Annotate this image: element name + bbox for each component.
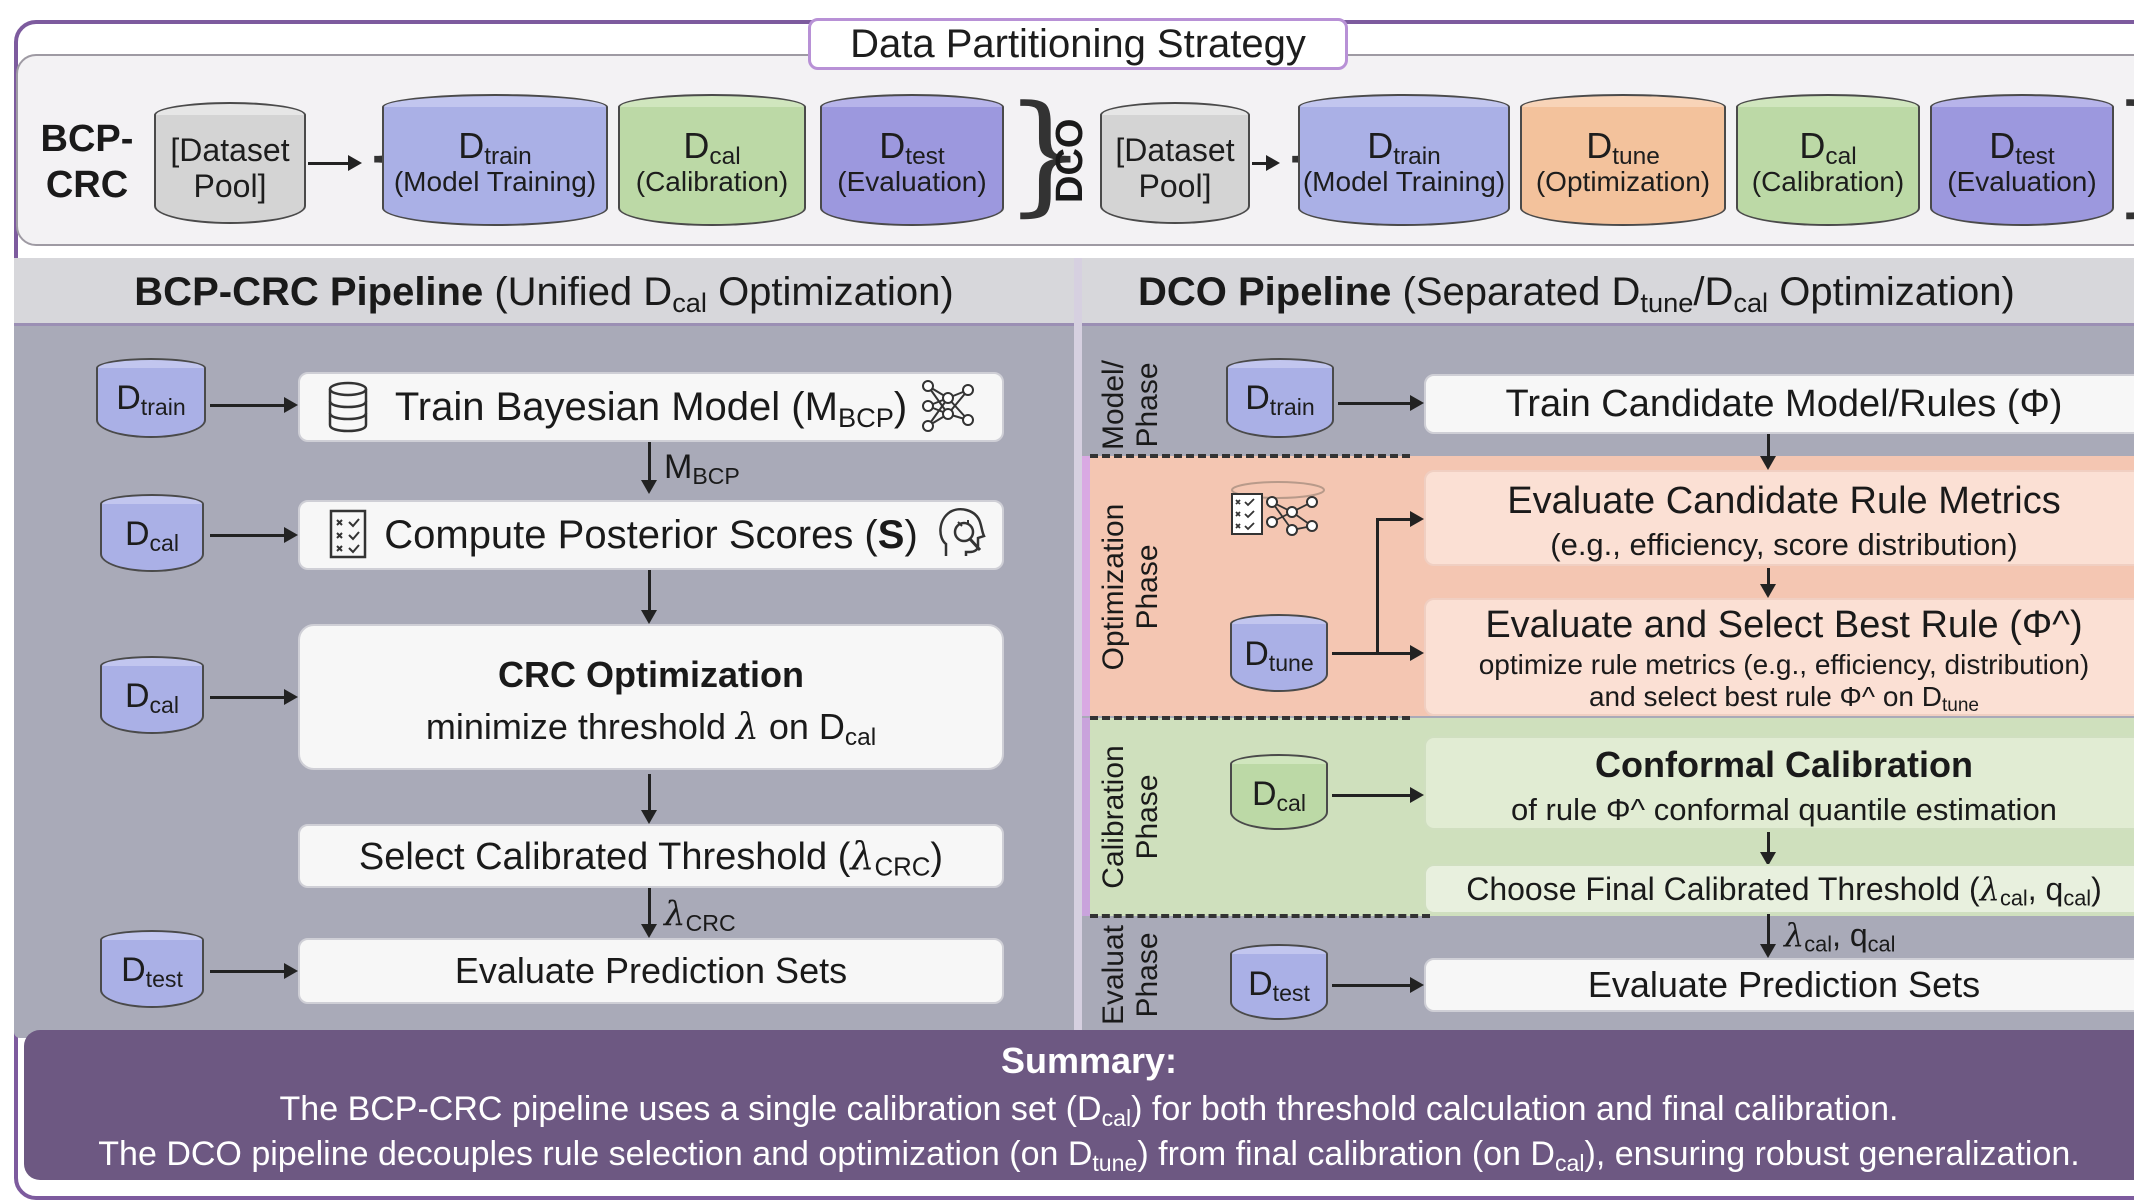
phase-label-model: Model/Phase xyxy=(1097,359,1164,451)
evaluate-candidate-metrics-box: Evaluate Candidate Rule Metrics (e.g., e… xyxy=(1424,470,2134,566)
train-candidate-model-box: Train Candidate Model/Rules (Φ) xyxy=(1424,374,2134,434)
partition-title: Data Partitioning Strategy xyxy=(808,18,1348,70)
arrow-train-to-scores xyxy=(641,442,657,494)
database-icon xyxy=(328,381,368,433)
edge-label-mbcp: MBCP xyxy=(664,448,740,489)
right-brace: } xyxy=(1004,77,1087,229)
arrow-dtrain-to-train xyxy=(210,397,298,413)
left-dtest-cylinder: Dtest xyxy=(100,930,204,1008)
train-bayesian-model-box: Train Bayesian Model (MBCP) xyxy=(298,372,1004,442)
edge-label-lambda-crc: λCRC xyxy=(664,894,736,936)
arrow-dcal-to-scores xyxy=(210,527,298,543)
crc-optimization-box: CRC Optimization minimize threshold λ on… xyxy=(298,624,1004,770)
arrow-crc-to-select xyxy=(641,774,657,824)
dco-dcal-cylinder: Dcal(Calibration) xyxy=(1736,94,1920,226)
dco-pool-arrow xyxy=(1252,155,1280,171)
phase-divider-3 xyxy=(1090,914,1430,918)
bcp-dtest-cylinder: Dtest(Evaluation) xyxy=(820,94,1004,226)
bcp-dcal-cylinder: Dcal(Calibration) xyxy=(618,94,806,226)
branch-line-vertical xyxy=(1376,518,1379,654)
left-dcal-cylinder-2: Dcal xyxy=(100,656,204,734)
arrow-final-to-eval xyxy=(1760,914,1776,958)
dco-pipeline-header: DCO Pipeline (Separated Dtune/Dcal Optim… xyxy=(1082,258,2134,326)
arrow-dcal-to-conformal xyxy=(1332,787,1424,803)
right-dtrain-cylinder: Dtrain xyxy=(1226,358,1334,438)
arrow-dcal-to-crc xyxy=(210,689,298,705)
summary-line-1: The BCP-CRC pipeline uses a single calib… xyxy=(279,1090,1899,1131)
arrow-dtest-to-eval xyxy=(210,963,298,979)
neural-network-icon xyxy=(922,380,974,432)
select-calibrated-threshold-box: Select Calibrated Threshold (λCRC) xyxy=(298,824,1004,888)
bcp-crc-pipeline-header: BCP-CRC Pipeline (Unified Dcal Optimizat… xyxy=(14,258,1074,326)
summary-panel: Summary: The BCP-CRC pipeline uses a sin… xyxy=(24,1030,2134,1180)
phase-divider-1 xyxy=(1090,454,1410,458)
dco-dtune-cylinder: Dtune(Optimization) xyxy=(1520,94,1726,226)
phase-divider-2 xyxy=(1090,716,1410,720)
right-dcal-cylinder: Dcal xyxy=(1230,754,1328,830)
pool-arrow xyxy=(308,155,362,171)
pipeline-divider xyxy=(1074,258,1082,1038)
evaluate-select-best-rule-box: Evaluate and Select Best Rule (Φ^) optim… xyxy=(1424,598,2134,716)
left-dtrain-cylinder: Dtrain xyxy=(96,358,206,438)
arrow-scores-to-crc xyxy=(641,570,657,624)
optimization-phase-strip xyxy=(1082,456,1090,716)
summary-title: Summary: xyxy=(1000,1040,1178,1081)
right-dtest-cylinder: Dtest xyxy=(1230,944,1328,1020)
conformal-calibration-box: Conformal Calibration of rule Φ^ conform… xyxy=(1424,736,2134,830)
summary-line-2: The DCO pipeline decouples rule selectio… xyxy=(98,1135,2080,1176)
arrow-select-to-eval xyxy=(641,888,657,938)
arrow-conformal-to-final xyxy=(1760,832,1776,866)
left-dcal-cylinder-1: Dcal xyxy=(100,494,204,572)
right-evaluate-prediction-sets-box: Evaluate Prediction Sets xyxy=(1424,958,2134,1012)
head-analysis-icon xyxy=(939,508,986,556)
arrow-candidate-to-metrics xyxy=(1760,434,1776,470)
dco-dtest-cylinder: Dtest(Evaluation) xyxy=(1930,94,2114,226)
checklist-icon xyxy=(329,509,367,559)
right-dtune-cylinder: Dtune xyxy=(1230,614,1328,692)
dco-label: DCO xyxy=(1049,118,1091,203)
edge-label-lambda-q: λcal, qcal xyxy=(1784,916,1896,957)
compute-posterior-scores-box: Compute Posterior Scores (S) xyxy=(298,500,1004,570)
choose-final-threshold-box: Choose Final Calibrated Threshold (λcal,… xyxy=(1424,864,2134,914)
calibration-phase-strip xyxy=(1082,718,1090,916)
bcp-dtrain-cylinder: Dtrain(Model Training) xyxy=(382,94,608,226)
bcp-crc-label: BCP- CRC xyxy=(40,118,134,206)
dco-right-brace: } xyxy=(2110,88,2134,218)
arrow-dtrain-to-candidate xyxy=(1338,395,1424,411)
dco-dtrain-cylinder: Dtrain(Model Training) xyxy=(1298,94,1510,226)
arrow-metrics-to-select xyxy=(1760,568,1776,598)
arrow-dtest-to-eval xyxy=(1332,977,1424,993)
rule-metrics-icon xyxy=(1231,481,1325,536)
left-evaluate-prediction-sets-box: Evaluate Prediction Sets xyxy=(298,938,1004,1004)
arrow-dtune-to-metrics xyxy=(1376,511,1424,527)
